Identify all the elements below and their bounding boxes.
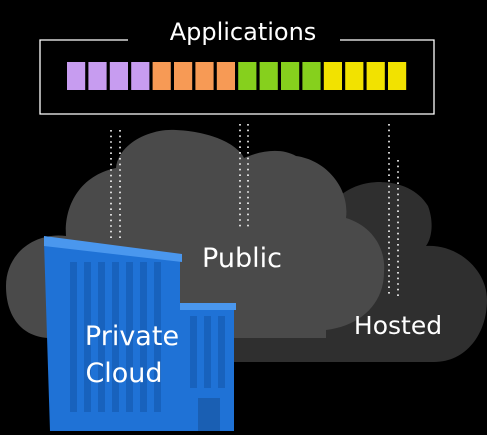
application-block: [345, 62, 364, 90]
private-cloud-label: Private: [85, 321, 179, 352]
building-windows: [70, 262, 225, 412]
application-block: [131, 62, 150, 90]
building-window-column: [112, 262, 119, 412]
application-block: [388, 62, 407, 90]
application-block: [323, 62, 342, 90]
application-bar: [67, 62, 407, 90]
building-roof: [44, 236, 182, 262]
building-window-column: [190, 316, 197, 388]
application-block: [216, 62, 235, 90]
application-block: [174, 62, 193, 90]
application-block: [281, 62, 300, 90]
building-window-column: [126, 262, 133, 412]
building-window-column: [84, 262, 91, 412]
application-block: [67, 62, 86, 90]
private-cloud-building: [44, 236, 236, 431]
building-window-column: [140, 262, 147, 412]
building-window-column: [154, 262, 161, 412]
application-block: [109, 62, 128, 90]
application-block: [366, 62, 385, 90]
applications-frame: [39, 39, 435, 115]
application-block: [195, 62, 214, 90]
hosted-cloud-label: Hosted: [354, 311, 442, 340]
building-window-column: [98, 262, 105, 412]
application-block: [238, 62, 257, 90]
applications-title: Applications: [170, 18, 317, 46]
building-window-column: [204, 316, 211, 388]
building-window-column: [218, 316, 225, 388]
application-block: [88, 62, 107, 90]
application-block: [152, 62, 171, 90]
building-annex-roof: [176, 303, 236, 310]
private-cloud-label-line2: Cloud: [85, 358, 162, 389]
application-block: [259, 62, 278, 90]
building-door: [198, 398, 220, 431]
building-window-column: [70, 262, 77, 412]
application-block: [302, 62, 321, 90]
public-cloud-label: Public: [202, 243, 282, 274]
